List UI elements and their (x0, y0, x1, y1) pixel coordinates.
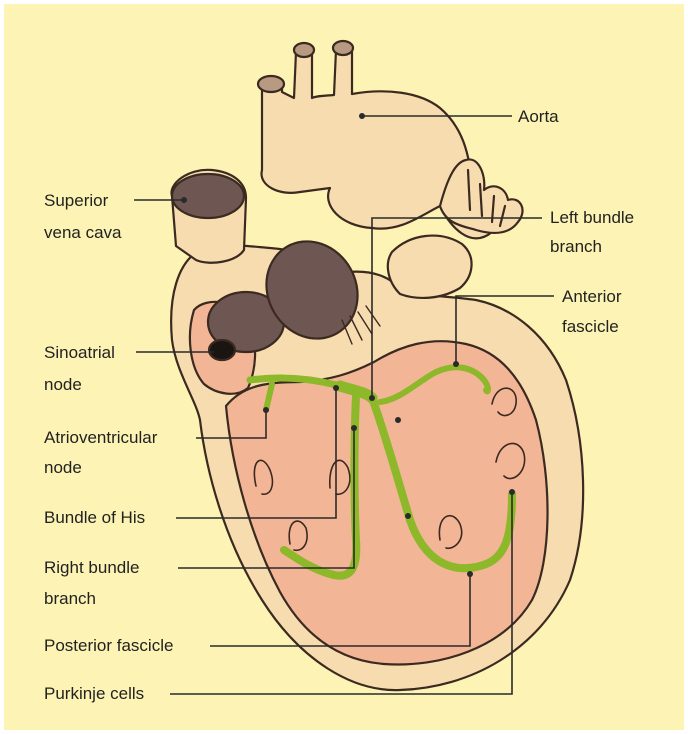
svc-opening (172, 174, 244, 218)
dot-posterior (467, 571, 473, 577)
vessel-opening-3 (333, 41, 353, 55)
dot-right-bundle (351, 425, 357, 431)
label-sinoatrial-node-line1: Sinoatrial (44, 340, 115, 366)
label-atrioventricular-node-line2: node (44, 455, 82, 481)
label-left-bundle-branch-line1: Left bundle (550, 205, 634, 231)
label-superior-vena-cava-line1: Superior (44, 188, 108, 214)
label-left-bundle-branch-line2: branch (550, 234, 602, 260)
vessel-opening-2 (294, 43, 314, 57)
dot-svc (181, 197, 187, 203)
label-anterior-fascicle-line1: Anterior (562, 284, 622, 310)
label-purkinje-cells: Purkinje cells (44, 681, 144, 707)
label-right-bundle-branch-line1: Right bundle (44, 555, 139, 581)
label-right-bundle-branch-line2: branch (44, 586, 96, 612)
label-posterior-fascicle: Posterior fascicle (44, 633, 173, 659)
label-aorta: Aorta (518, 104, 559, 130)
dot-purkinje (509, 489, 515, 495)
label-sinoatrial-node-line2: node (44, 372, 82, 398)
label-atrioventricular-node-line1: Atrioventricular (44, 425, 157, 451)
dot-his (333, 385, 339, 391)
label-superior-vena-cava-line2: vena cava (44, 220, 122, 246)
dot-left-lower (405, 513, 411, 519)
label-anterior-fascicle-line2: fascicle (562, 314, 619, 340)
dot-anterior (453, 361, 459, 367)
dot-av-node (263, 407, 269, 413)
dot-left-bundle (369, 395, 375, 401)
dot-aorta (359, 113, 365, 119)
sinoatrial-node-shape (209, 340, 235, 360)
dot-right-bundle-2 (395, 417, 401, 423)
left-atrium (388, 236, 472, 298)
label-bundle-of-his: Bundle of His (44, 505, 145, 531)
vessel-opening-1 (258, 76, 284, 92)
